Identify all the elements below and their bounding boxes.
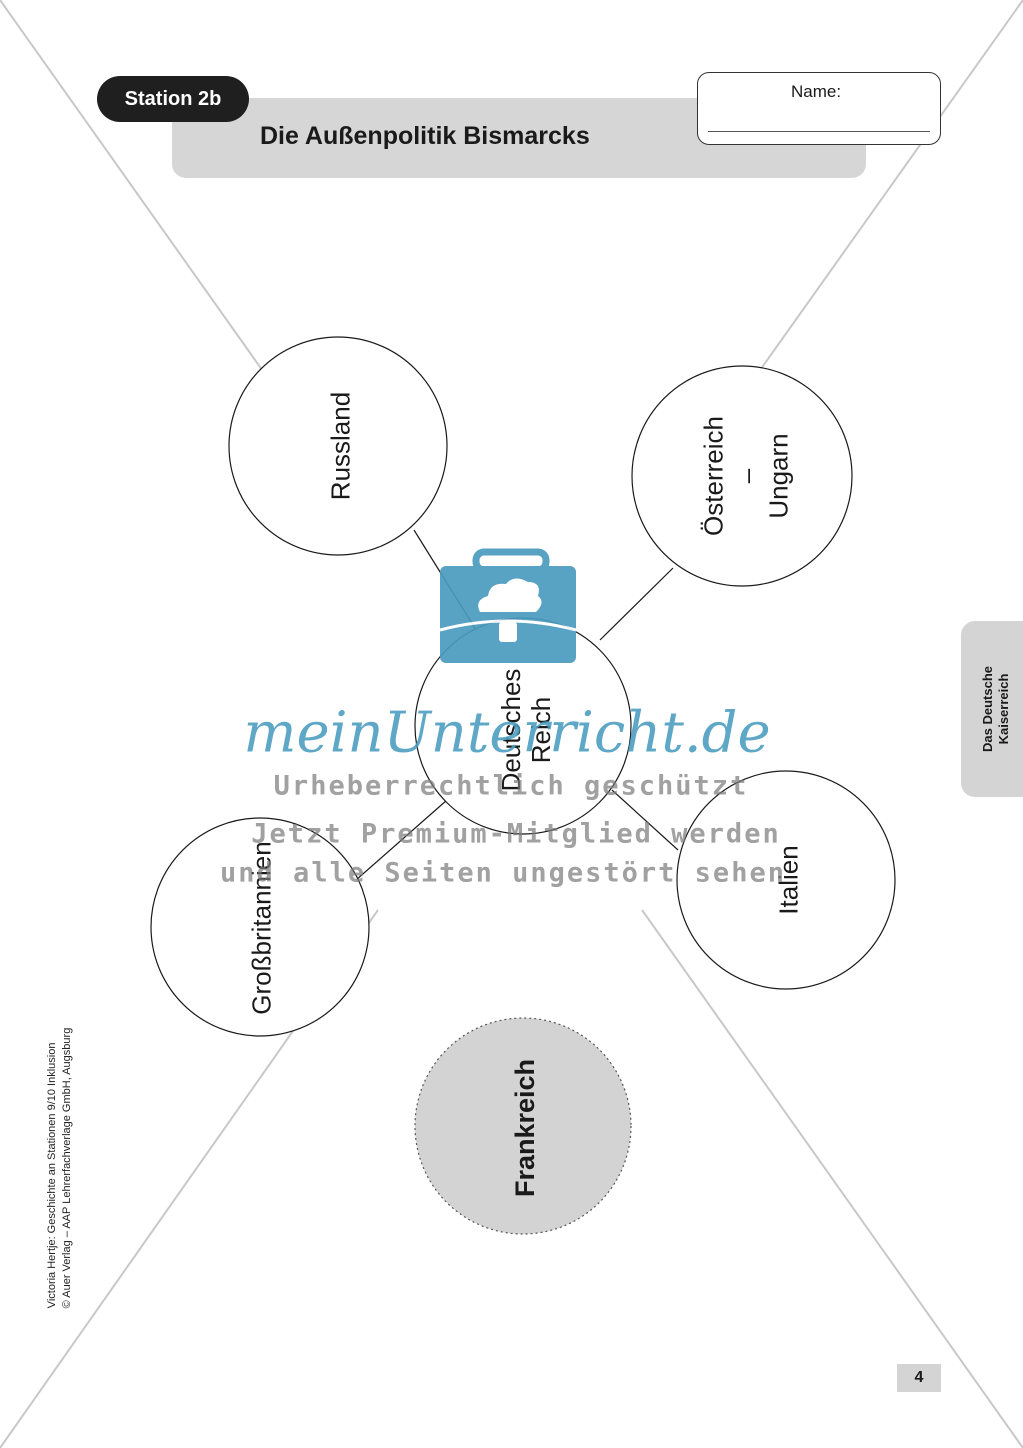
watermark-brand: meinUnterricht.de <box>243 700 771 766</box>
circle-italien <box>676 770 896 990</box>
page-title: Die Außenpolitik Bismarcks <box>260 122 590 150</box>
circle-frankreich <box>414 1017 632 1235</box>
page-number: 4 <box>897 1364 941 1392</box>
chapter-side-tab: Das Deutsche Kaiserreich <box>961 621 1023 797</box>
watermark-line-1: Urheberrechtlich geschützt <box>273 770 749 802</box>
briefcase-cloud-icon <box>439 548 577 663</box>
label-oesterreich-ungarn: Österreich – Ungarn <box>698 416 794 536</box>
circle-oesterreich <box>631 365 853 587</box>
name-label: Name: <box>791 82 842 101</box>
watermark-line-2: Jetzt Premium-Mitglied werden <box>251 818 781 850</box>
label-frankreich: Frankreich <box>509 1058 540 1198</box>
connector-oesterreich <box>599 567 674 641</box>
watermark-line-3: und alle Seiten ungestört sehen <box>220 857 786 889</box>
copyright-credit: Victoria Hertje: Geschichte an Stationen… <box>46 1027 73 1309</box>
circle-grossbritannien <box>150 817 370 1037</box>
station-badge: Station 2b <box>97 76 249 122</box>
connector-italien <box>611 789 679 851</box>
circle-russland <box>228 336 448 556</box>
name-field-box[interactable]: Name: <box>697 72 941 145</box>
label-russland: Russland <box>325 391 356 501</box>
connector-grossbritannien <box>355 799 448 881</box>
name-line[interactable] <box>708 131 930 132</box>
watermark-cross-line <box>641 909 1023 1448</box>
chapter-side-tab-label: Das Deutsche Kaiserreich <box>979 666 1011 752</box>
